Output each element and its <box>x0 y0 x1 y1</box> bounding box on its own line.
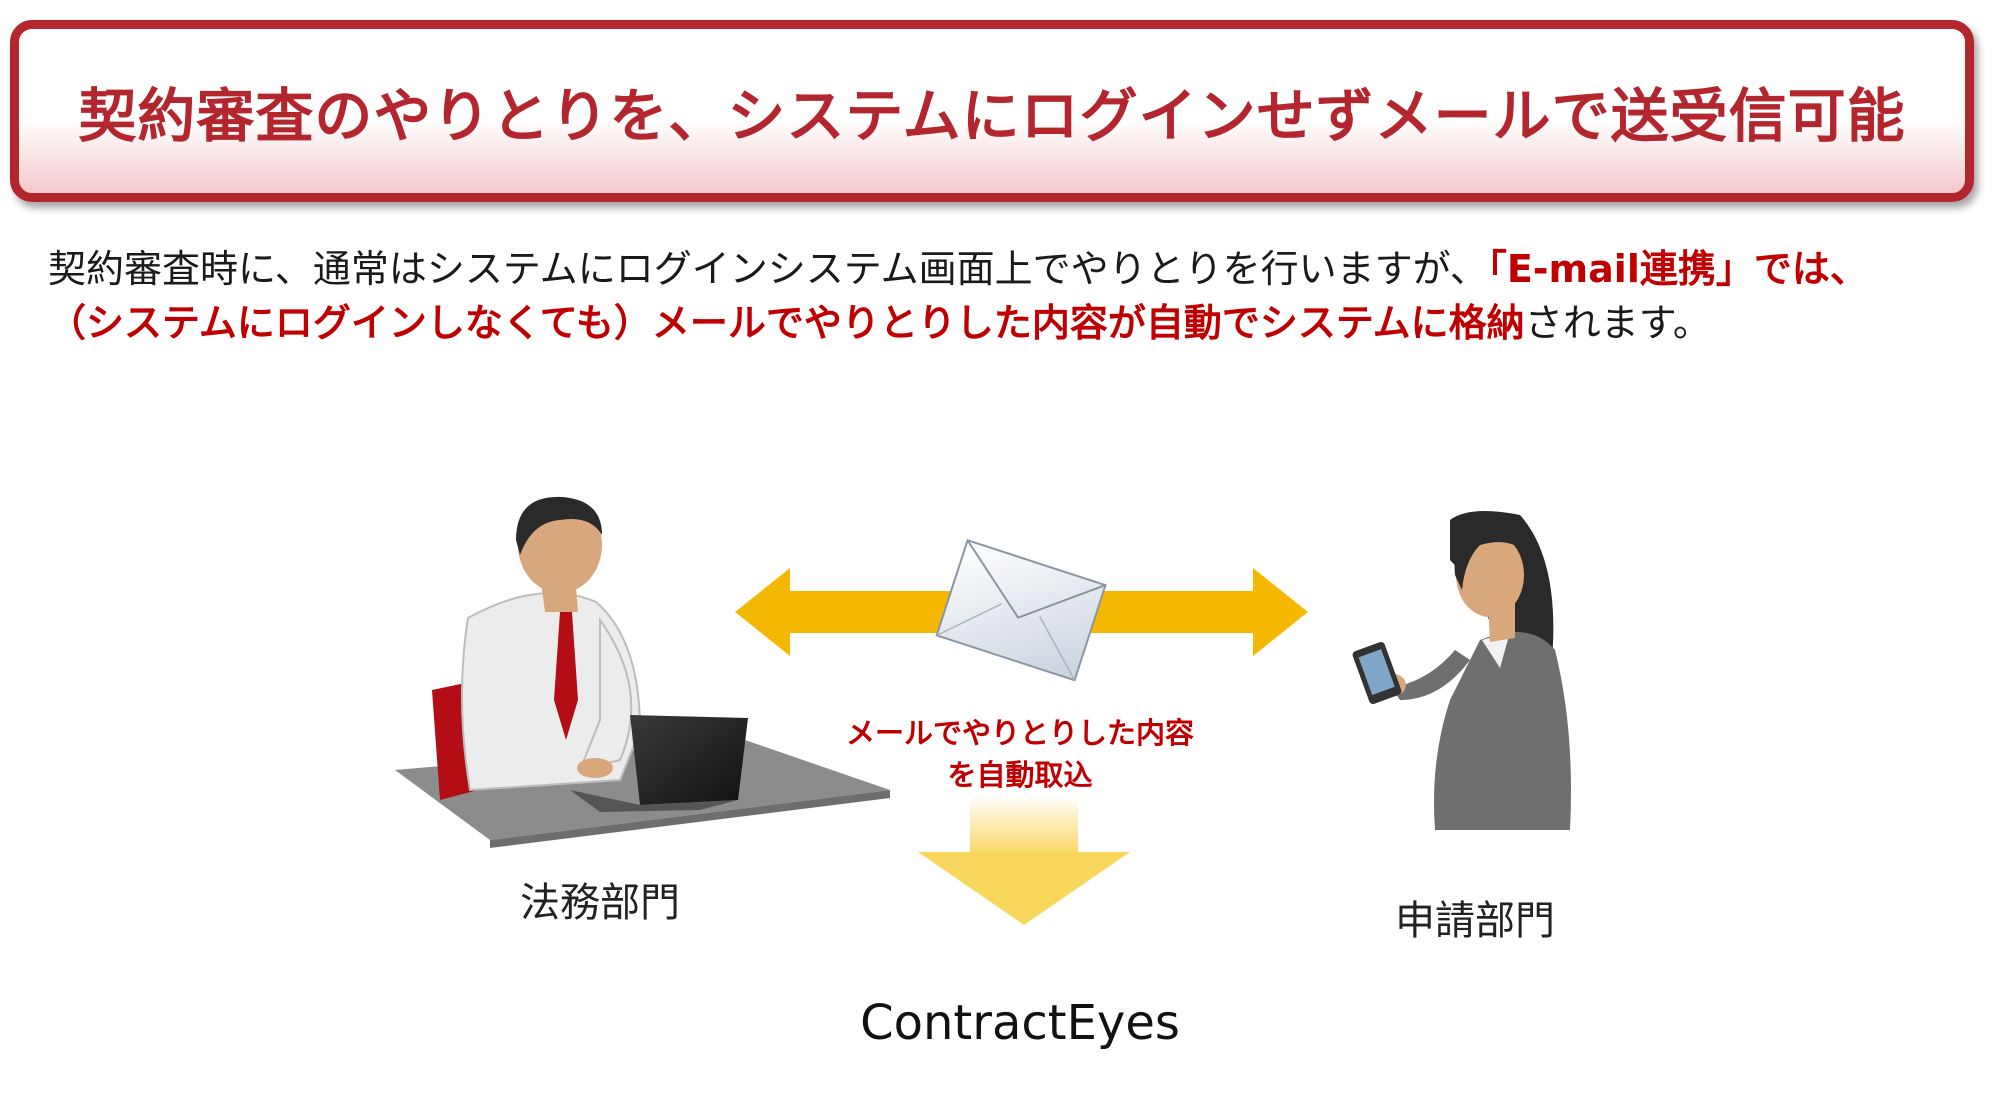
description-line2-normal: されます。 <box>1524 301 1711 345</box>
applicant-department-label: 申請部門 <box>1395 898 1555 944</box>
applicant-person-icon <box>1352 511 1571 830</box>
envelope-icon <box>935 539 1107 682</box>
legal-department-label: 法務部門 <box>520 880 680 926</box>
page-title: 契約審査のやりとりを、システムにログインせずメールで送受信可能 <box>78 82 1906 150</box>
caption-line-2: を自動取込 <box>947 758 1093 792</box>
description-line1-highlight: 「E-mail連携」では、 <box>1487 247 1868 291</box>
legal-person-icon <box>395 496 890 848</box>
auto-import-caption: メールでやりとりした内容 を自動取込 <box>820 712 1220 796</box>
caption-line-1: メールでやりとりした内容 <box>845 716 1194 750</box>
product-name: ContractEyes <box>860 995 1180 1051</box>
description: 契約審査時に、通常はシステムにログインシステム画面上でやりとりを行いますが、「E… <box>48 242 1958 350</box>
title-banner: 契約審査のやりとりを、システムにログインせずメールで送受信可能 <box>10 20 1974 202</box>
down-arrow-icon <box>918 795 1130 925</box>
description-line1-normal: 契約審査時に、通常はシステムにログインシステム画面上でやりとりを行いますが、 <box>48 247 1488 291</box>
description-line2-highlight: （システムにログインしなくても）メールでやりとりした内容が自動でシステムに格納 <box>48 301 1525 345</box>
